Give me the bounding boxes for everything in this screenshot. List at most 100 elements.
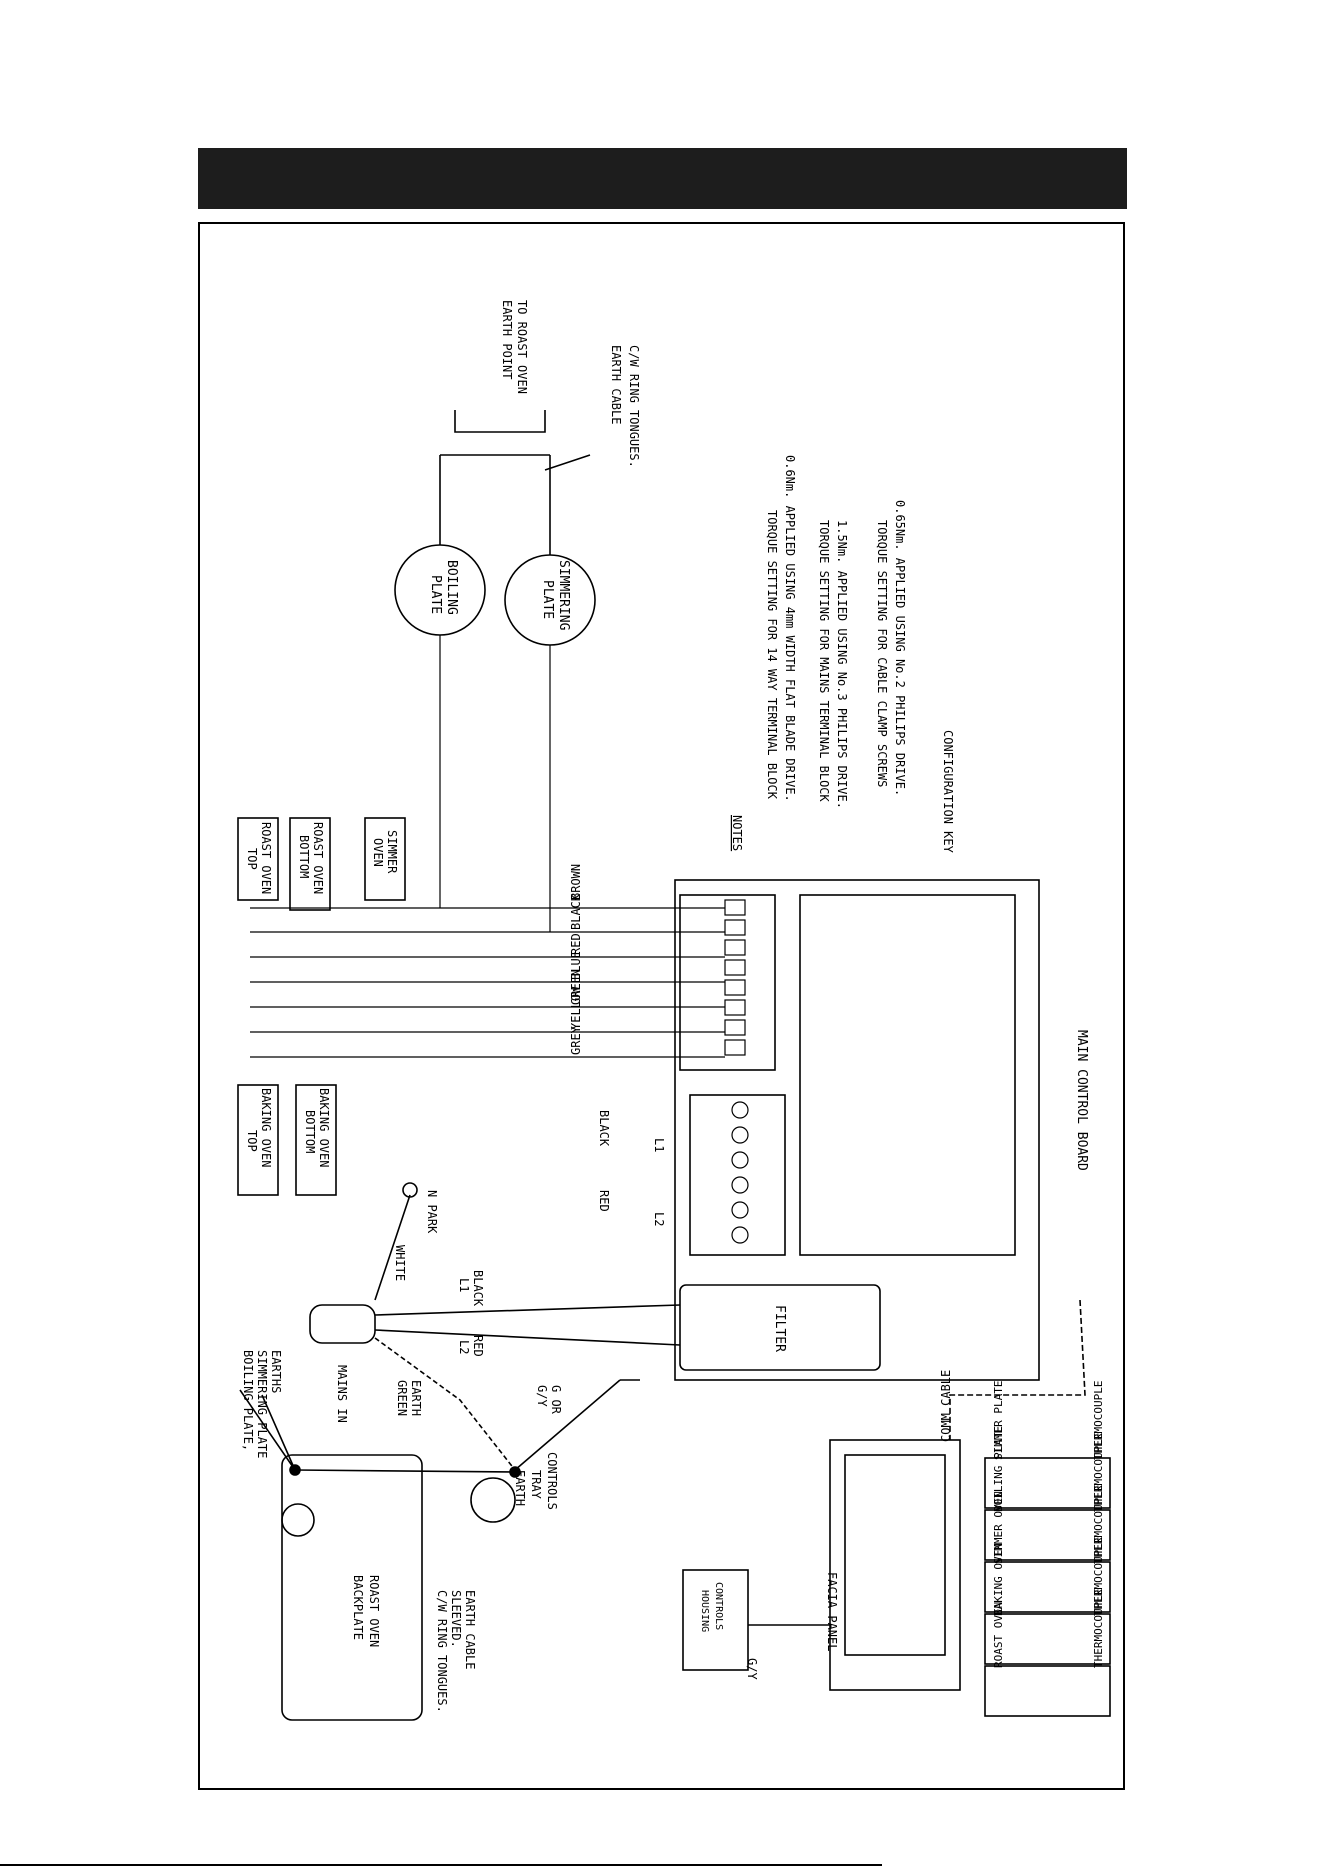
label-boiling-earths-3: EARTHS xyxy=(269,1350,283,1393)
label-comm-cable: COMM CABLE xyxy=(939,1370,953,1442)
filter-box xyxy=(679,1284,881,1371)
label-boiling: BOILING xyxy=(444,560,459,615)
label-roast-bottom-2: BOTTOM xyxy=(297,835,311,878)
tc-label-1b: THERMOCOUPLE xyxy=(1092,1381,1105,1460)
mains-cable xyxy=(309,1304,376,1344)
label-earth: EARTH xyxy=(409,1380,423,1416)
label-gy: G/Y xyxy=(745,1658,759,1680)
label-gy-2: G/Y xyxy=(535,1385,549,1407)
note-2a: TORQUE SETTING FOR MAINS TERMINAL BLOCK xyxy=(817,520,831,803)
label-simmer-oven: SIMMER xyxy=(385,830,399,874)
tc-label-1a: SIMMER PLATE xyxy=(992,1381,1005,1460)
controls-housing-box xyxy=(682,1569,749,1671)
label-controls-tray-3: EARTH xyxy=(513,1470,527,1506)
label-l1: L1 xyxy=(652,1138,666,1152)
label-red-l2-b: L2 xyxy=(457,1340,471,1354)
label-earth-cable: EARTH CABLE xyxy=(609,345,623,424)
tc-box-3 xyxy=(984,1561,1111,1613)
simmer-oven-box xyxy=(364,817,406,901)
label-main-control-board: MAIN CONTROL BOARD xyxy=(1074,1030,1089,1171)
label-config-key: CONFIGURATION KEY xyxy=(941,730,955,854)
note-3b: 0.65Nm. APPLIED USING No.2 PHILIPS DRIVE… xyxy=(893,500,907,796)
label-filter: FILTER xyxy=(772,1305,787,1352)
comm-cable-line xyxy=(949,1299,1086,1440)
header-bar xyxy=(198,148,1127,209)
label-to-roast-oven: TO ROAST OVEN xyxy=(515,300,529,394)
label-controls-tray-2: TRAY xyxy=(529,1470,543,1500)
tc-box-1 xyxy=(984,1457,1111,1509)
wire-label-green: GREEN xyxy=(569,969,583,1005)
wire-label-blue: BLUE xyxy=(569,951,583,980)
label-earth-point: EARTH POINT xyxy=(500,300,514,379)
wire-label-brown: BROWN xyxy=(569,864,583,900)
note-2b: 1.5Nm. APPLIED USING No.3 PHILIPS DRIVE. xyxy=(835,520,849,809)
label-baking-top: BAKING OVEN xyxy=(259,1088,273,1167)
label-red-main: RED xyxy=(597,1190,611,1212)
label-n-park: N PARK xyxy=(425,1190,439,1234)
label-controls-housing-2: HOUSING xyxy=(699,1590,710,1632)
label-baking-top-2: TOP xyxy=(245,1130,259,1152)
tc-label-3b: THERMOCOUPLE xyxy=(1092,1485,1105,1564)
label-boiling-earths-2: SIMMERING PLATE xyxy=(255,1350,269,1458)
label-roast-bottom: ROAST OVEN xyxy=(311,822,325,894)
wire-label-black: BLACK xyxy=(569,893,583,930)
bottom-rule xyxy=(0,1864,882,1866)
wire-label-grey: GREY xyxy=(569,1025,583,1055)
label-mains-in: MAINS IN xyxy=(335,1365,349,1423)
label-boiling-plate: PLATE xyxy=(428,575,443,614)
main-board-outline xyxy=(674,879,1040,1381)
mains-terminal-block xyxy=(689,1094,786,1256)
tc-box-4 xyxy=(984,1613,1111,1665)
label-controls-tray-1: CONTROLS xyxy=(545,1452,559,1510)
label-roast-backplate-2: BACKPLATE xyxy=(351,1575,365,1640)
label-roast-backplate-1: ROAST OVEN xyxy=(367,1575,381,1647)
label-l2: L2 xyxy=(652,1212,666,1226)
main-board-inner xyxy=(799,894,1016,1256)
label-earth-sleeved-2: SLEEVED. xyxy=(449,1590,463,1648)
tc-label-3a: SIMMER OVEN xyxy=(992,1491,1005,1564)
n-park-terminal xyxy=(402,1182,418,1198)
tc-box-2 xyxy=(984,1509,1111,1561)
note-1b: 0.6Nm. APPLIED USING 4mm WIDTH FLAT BLAD… xyxy=(783,455,797,802)
label-baking-bottom: BAKING OVEN xyxy=(317,1088,331,1167)
label-roast-top-2: TOP xyxy=(245,848,259,870)
roast-top-box xyxy=(237,817,279,901)
roast-bottom-box xyxy=(289,817,331,911)
wire-label-red: RED xyxy=(569,933,583,955)
notes-title: NOTES xyxy=(730,815,744,851)
label-earth-sleeved-1: EARTH CABLE xyxy=(463,1590,477,1669)
baking-bottom-box xyxy=(295,1084,337,1196)
label-red-l2: RED xyxy=(471,1335,485,1357)
roast-backplate xyxy=(281,1454,423,1721)
label-white: WHITE xyxy=(393,1245,407,1281)
tc-label-2a: BOILING PLATE xyxy=(992,1426,1005,1512)
label-simmering: SIMMERING xyxy=(556,560,571,631)
label-simmer-oven-2: OVEN xyxy=(371,838,385,867)
baking-top-box xyxy=(237,1084,279,1196)
label-earth-sleeved-3: C/W RING TONGUES. xyxy=(435,1590,449,1713)
label-controls-housing-1: CONTROLS xyxy=(713,1582,724,1630)
terminal-screws xyxy=(724,899,749,1244)
label-black-l1: BLACK xyxy=(471,1270,485,1307)
tc-label-2b: THERMOCOUPLE xyxy=(1092,1433,1105,1512)
note-3a: TORQUE SETTING FOR CABLE CLAMP SCREWS xyxy=(875,520,889,787)
label-simmering-plate: PLATE xyxy=(540,580,555,619)
label-black-main: BLACK xyxy=(597,1110,611,1147)
tc-label-5a: ROAST OVEN xyxy=(992,1602,1005,1668)
note-1a: TORQUE SETTING FOR 14 WAY TERMINAL BLOCK xyxy=(765,510,779,800)
tc-box-5 xyxy=(984,1665,1111,1717)
label-g-or: G OR xyxy=(549,1385,563,1415)
wire-label-yellow: YELLOW xyxy=(569,986,583,1030)
element-wires xyxy=(250,635,725,1058)
label-boiling-earths-1: BOILING PLATE, xyxy=(241,1350,255,1451)
tc-label-5b: THERMOCOUPLE xyxy=(1092,1589,1105,1668)
label-facia-panel: FACIA PANEL xyxy=(825,1572,839,1651)
label-green: GREEN xyxy=(395,1380,409,1416)
tc-label-4b: THERMOCOUPLE xyxy=(1092,1537,1105,1616)
label-roast-top: ROAST OVEN xyxy=(259,822,273,894)
facia-panel xyxy=(829,1439,961,1691)
label-baking-bottom-2: BOTTOM xyxy=(303,1110,317,1153)
diagram-frame xyxy=(198,222,1125,1790)
label-black-l1-b: L1 xyxy=(457,1278,471,1292)
